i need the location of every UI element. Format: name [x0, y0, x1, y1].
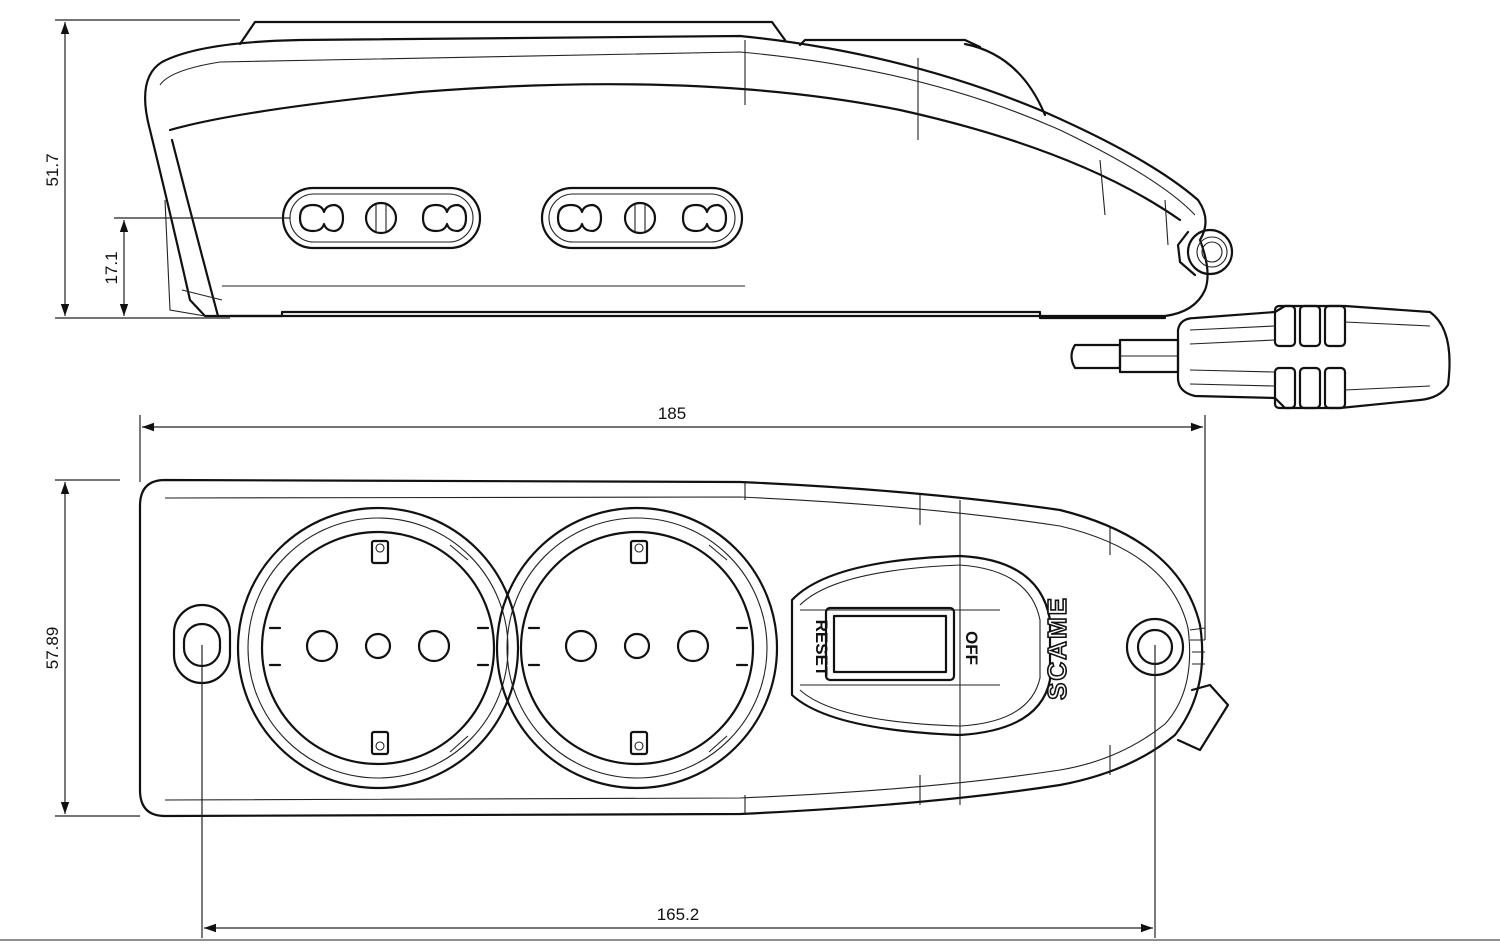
dim-socket-height: 17.1	[102, 217, 290, 316]
dim-width-top-text: 57.89	[43, 627, 62, 670]
side-top-cap	[238, 20, 787, 46]
dim-height-side: 51.7	[43, 19, 240, 319]
side-body-outline	[144, 34, 1209, 318]
side-socket-group-2	[540, 186, 744, 250]
dim-height-side-text: 51.7	[43, 153, 62, 186]
socket-2	[495, 506, 779, 790]
socket-1	[236, 506, 520, 790]
side-plug	[1070, 304, 1451, 410]
dim-hole-spacing-text: 165.2	[657, 905, 700, 924]
side-socket-group-1	[281, 186, 482, 250]
reset-label: RESET	[812, 620, 831, 677]
top-cord-stub	[1176, 683, 1230, 752]
off-label: OFF	[962, 631, 981, 665]
side-cord-outlet	[1186, 228, 1234, 276]
brand-logo: SCAME	[1042, 596, 1072, 700]
reset-switch[interactable]	[824, 606, 956, 682]
side-view: 51.7 17.1	[43, 19, 1451, 410]
top-view: RESET OFF SCAME 185 57.89 165.2	[43, 404, 1230, 938]
top-body-outline	[138, 478, 1204, 818]
dim-hole-spacing: 165.2	[201, 645, 1156, 938]
dim-socket-height-text: 17.1	[102, 251, 121, 284]
dim-width-top: 57.89	[43, 479, 140, 817]
switch-panel: RESET OFF	[790, 554, 1052, 737]
dim-total-length: 185	[139, 404, 1206, 640]
dim-total-length-text: 185	[658, 404, 686, 423]
